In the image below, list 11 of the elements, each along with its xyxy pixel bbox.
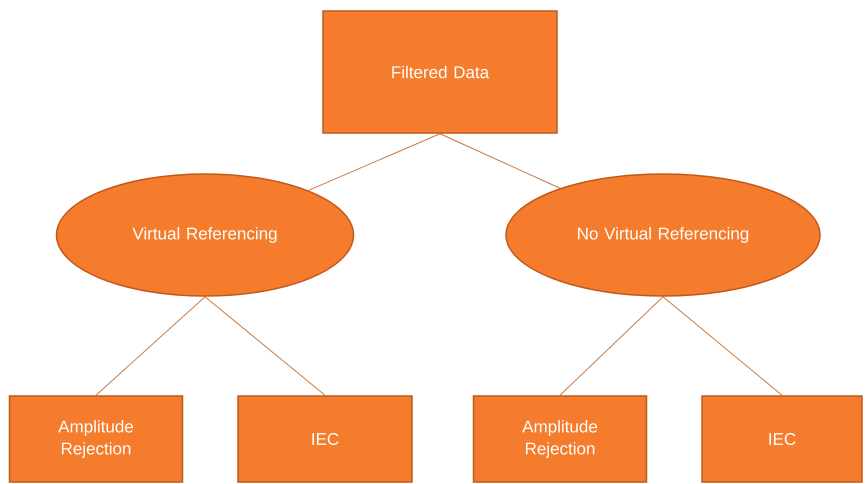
connector-line xyxy=(96,296,206,396)
connector-line xyxy=(308,133,440,191)
process-box: Filtered Data xyxy=(322,10,558,134)
process-box: Amplitude Rejection xyxy=(472,395,648,483)
connector-line xyxy=(204,296,326,396)
connector-line xyxy=(662,296,783,396)
connector-line xyxy=(560,296,664,396)
connector-line xyxy=(440,133,560,189)
process-box: IEC xyxy=(701,395,863,483)
process-box: Amplitude Rejection xyxy=(8,395,184,483)
process-box: IEC xyxy=(237,395,413,483)
